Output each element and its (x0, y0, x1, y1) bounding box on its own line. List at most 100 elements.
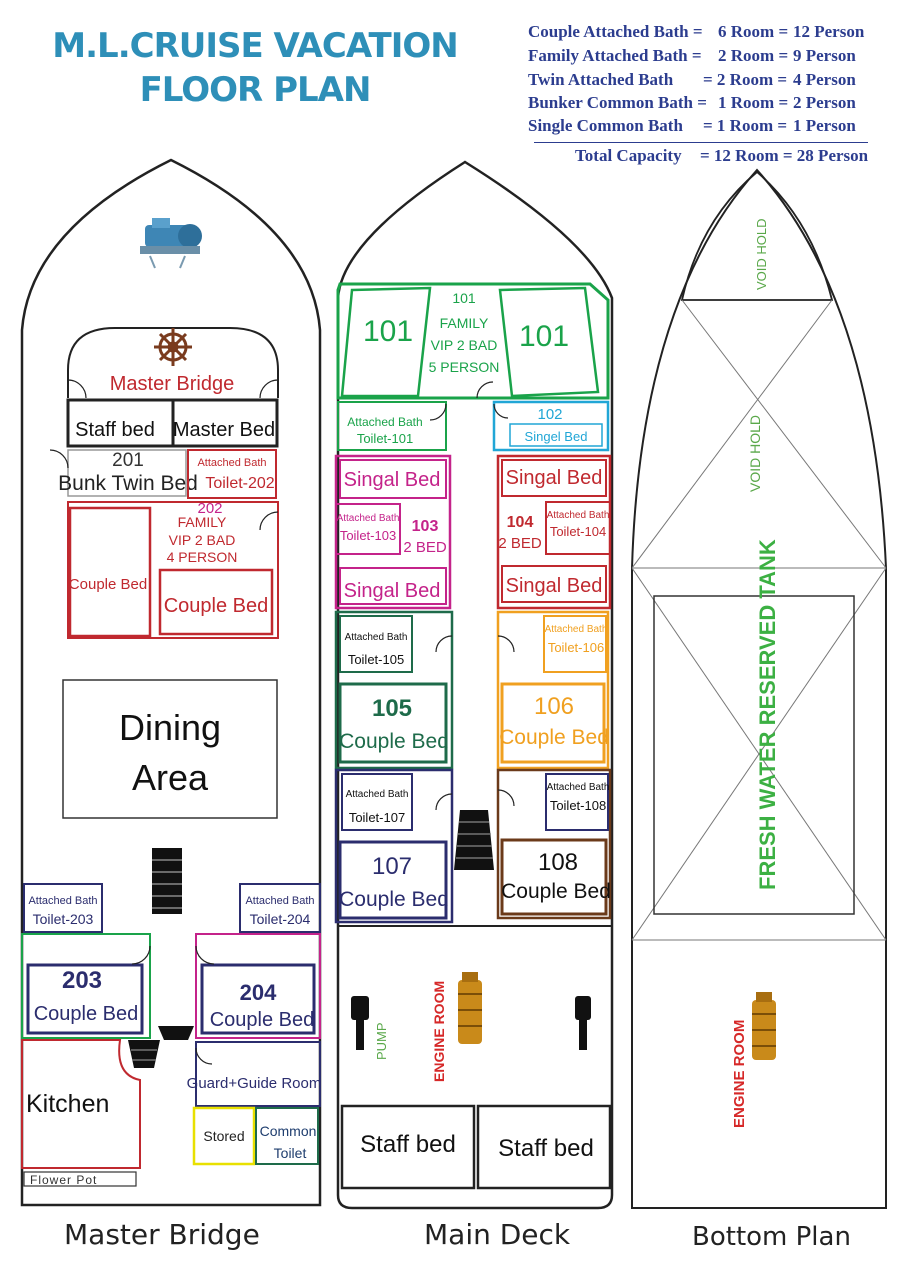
room-102 (492, 400, 610, 452)
room-101-number: 101 (519, 320, 569, 353)
room-106-number: 106 (534, 693, 574, 720)
engine-room-label: ENGINE ROOM (431, 981, 447, 1082)
room-toilet-204 (239, 883, 321, 933)
single-bed-104-b (501, 565, 607, 603)
stored-label: Stored (203, 1128, 244, 1144)
door-swing (435, 793, 453, 811)
singel-bed-label: Singel Bed (525, 429, 588, 444)
two-bed-label: 2 BED (403, 539, 447, 556)
room-108-number: 108 (538, 849, 578, 876)
toilet-105 (339, 615, 413, 673)
single-bed-103-b (339, 567, 447, 605)
door-swing (195, 1047, 213, 1065)
singal-bed-label: Singal Bed (506, 575, 603, 597)
capacity-persons: 1 Person (793, 116, 856, 135)
couple-bed-108 (500, 838, 608, 916)
stairs-icon (152, 848, 182, 914)
attached-bath-label: Attached Bath (545, 624, 608, 635)
room-204 (195, 933, 321, 1039)
couple-bed-label: Couple Bed (339, 888, 449, 911)
guard-guide-label: Guard+Guide Room (187, 1075, 322, 1092)
room-203 (21, 933, 151, 1039)
capacity-persons: 12 Person (793, 22, 865, 41)
bed-101-right (498, 286, 600, 398)
toilet-202-label: Toilet-202 (205, 475, 274, 492)
toilet-106-label: Toilet-106 (548, 640, 604, 655)
singal-bed-label: Singal Bed (506, 467, 603, 489)
hull-master-bridge (20, 158, 322, 1207)
capacity-total-value: = 12 Room = 28 Person (700, 146, 869, 165)
toilet-108-label: Toilet-108 (550, 798, 606, 813)
door-swing (131, 945, 151, 965)
void-hold-label: VOID HOLD (754, 218, 769, 290)
door-swing (49, 449, 69, 469)
family-label: FAMILY (178, 514, 227, 530)
toilet-105-label: Toilet-105 (348, 652, 404, 667)
steering-wheel-icon (154, 328, 192, 366)
capacity-type: Couple Attached Bath = (528, 22, 703, 41)
attached-bath-label: Attached Bath (28, 895, 97, 907)
toilet-103 (335, 503, 401, 555)
capacity-type: Single Common Bath (528, 116, 683, 135)
room-101-label: 101 (452, 290, 476, 306)
room-105 (334, 610, 454, 770)
attached-bath-label: Attached Bath (337, 513, 400, 524)
room-kitchen (21, 1039, 141, 1169)
couple-bed-label: Couple Bed (339, 730, 449, 753)
toilet-107-label: Toilet-107 (349, 810, 405, 825)
attached-bath-label: Attached Bath (547, 782, 610, 793)
capacity-rooms: = 1 Room = (703, 116, 788, 135)
couple-bed-105 (338, 682, 448, 764)
toilet-104 (545, 501, 611, 555)
toilet-107 (341, 773, 413, 831)
couple-bed-107 (338, 840, 448, 920)
staff-bed-label: Staff bed (75, 419, 155, 441)
couple-bed-label: Couple Bed (210, 1009, 315, 1031)
single-bed-104-a (501, 459, 607, 497)
singal-bed-label: Singal Bed (344, 580, 441, 602)
couple-bed-label: Couple Bed (501, 880, 611, 903)
capacity-total-label: Total Capacity (575, 146, 682, 165)
common-label: Common (260, 1123, 317, 1139)
single-bed-103-a (339, 459, 447, 499)
bridge-dome-wall (67, 327, 279, 398)
toilet-106 (543, 615, 607, 673)
pump-icon (575, 996, 591, 1050)
hull-main-deck (336, 160, 614, 1210)
dining-label-line-2: Area (132, 757, 209, 798)
capacity-rooms: 6 Room = (718, 22, 789, 41)
void-hold-mid (631, 299, 887, 941)
stairs-icon (454, 810, 494, 870)
door-swing (476, 381, 494, 399)
engine-icon (458, 972, 482, 1044)
toilet-108 (545, 773, 609, 831)
family-label: FAMILY (440, 315, 489, 331)
capacity-type: Family Attached Bath = (528, 46, 702, 65)
couple-bed-label: Couple Bed (69, 576, 147, 593)
room-201-number: 201 (112, 450, 144, 471)
two-bed-label: 2 BED (498, 535, 542, 552)
bed-101-left (340, 286, 432, 398)
room-101 (336, 282, 610, 400)
person-label: 5 PERSON (429, 359, 500, 375)
door-swing (67, 379, 87, 399)
room-105-number: 105 (372, 695, 412, 722)
fresh-water-tank (653, 595, 855, 915)
door-swing (259, 379, 279, 399)
couple-bed-202-b (158, 568, 274, 636)
engine-room-label: ENGINE ROOM (731, 1020, 748, 1128)
attached-bath-label: Attached Bath (197, 457, 266, 469)
room-104-number: 104 (507, 514, 534, 531)
capacity-persons: 2 Person (793, 93, 856, 112)
couple-bed-label: Couple Bed (34, 1003, 139, 1025)
capacity-type: Bunker Common Bath = (528, 93, 707, 112)
capacity-rooms: 2 Room = (718, 46, 789, 65)
engine-icon (752, 992, 776, 1060)
room-203-number: 203 (62, 967, 102, 994)
room-201 (67, 449, 187, 497)
singal-bed-label: Singal Bed (344, 469, 441, 491)
room-202 (67, 501, 279, 639)
room-toilet-202 (187, 449, 277, 499)
